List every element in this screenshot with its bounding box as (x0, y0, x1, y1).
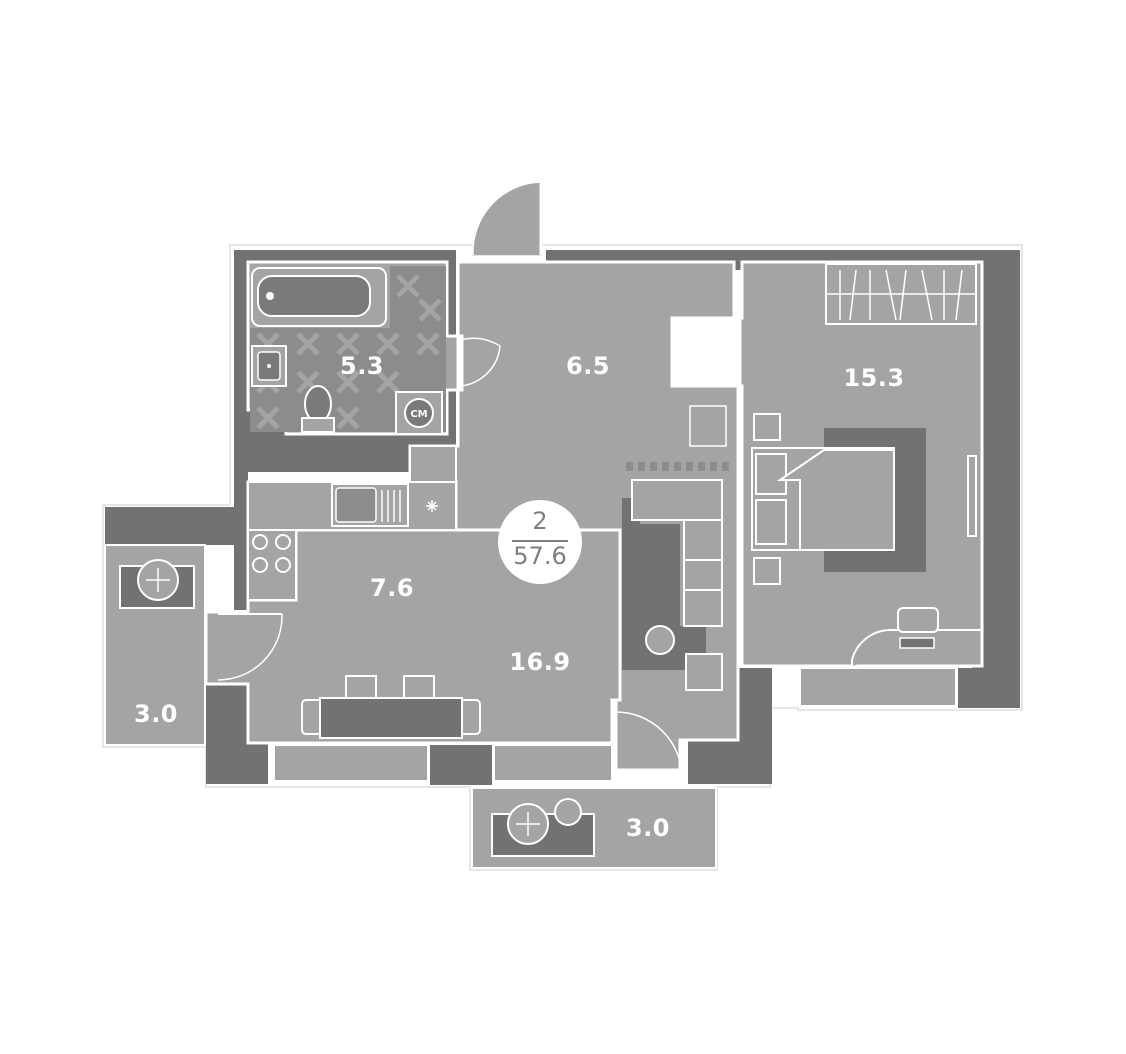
apartment-summary-badge: 2 57.6 (498, 500, 582, 584)
entrance-door[interactable] (472, 181, 543, 256)
bathtub-icon (251, 267, 387, 327)
balcony-bottom-area: 3.0 (625, 814, 671, 842)
bed-icon (751, 447, 895, 551)
coffee-table (645, 625, 675, 655)
balcony-left (104, 544, 206, 746)
rooms-count: 2 (532, 507, 548, 535)
living-area: 16.9 (509, 648, 571, 676)
dining-table (301, 675, 481, 739)
wardrobe (825, 263, 977, 325)
bedroom-door[interactable] (671, 319, 739, 387)
balcony-bottom-door[interactable] (615, 711, 683, 779)
total-area: 57.6 (513, 542, 567, 570)
bathroom-door[interactable] (459, 337, 501, 387)
hallway-area: 6.5 (565, 352, 611, 380)
bathroom-sink-icon (251, 345, 287, 387)
hallway-bench (689, 405, 727, 447)
balcony-bottom (471, 787, 717, 869)
balcony-left-door[interactable] (217, 613, 283, 681)
stove-icon (252, 534, 291, 573)
armchair (685, 653, 723, 691)
nightstand-bottom (753, 557, 781, 585)
tv-stand (626, 462, 729, 471)
fridge-icon (426, 500, 438, 512)
mirror (967, 455, 977, 537)
balcony-left-area: 3.0 (133, 700, 179, 728)
washer-label: CM (410, 409, 427, 420)
washing-machine-icon (395, 391, 443, 435)
windows (273, 667, 957, 782)
sofa-icon (631, 479, 723, 627)
bedroom-area: 15.3 (843, 364, 905, 392)
kitchen-area: 7.6 (369, 574, 415, 602)
desk (851, 607, 982, 666)
toilet-icon (301, 385, 335, 433)
bathroom-area: 5.3 (339, 352, 385, 380)
nightstand-top (753, 413, 781, 441)
badge-divider (512, 540, 568, 542)
kitchen-sink-icon (331, 483, 409, 527)
